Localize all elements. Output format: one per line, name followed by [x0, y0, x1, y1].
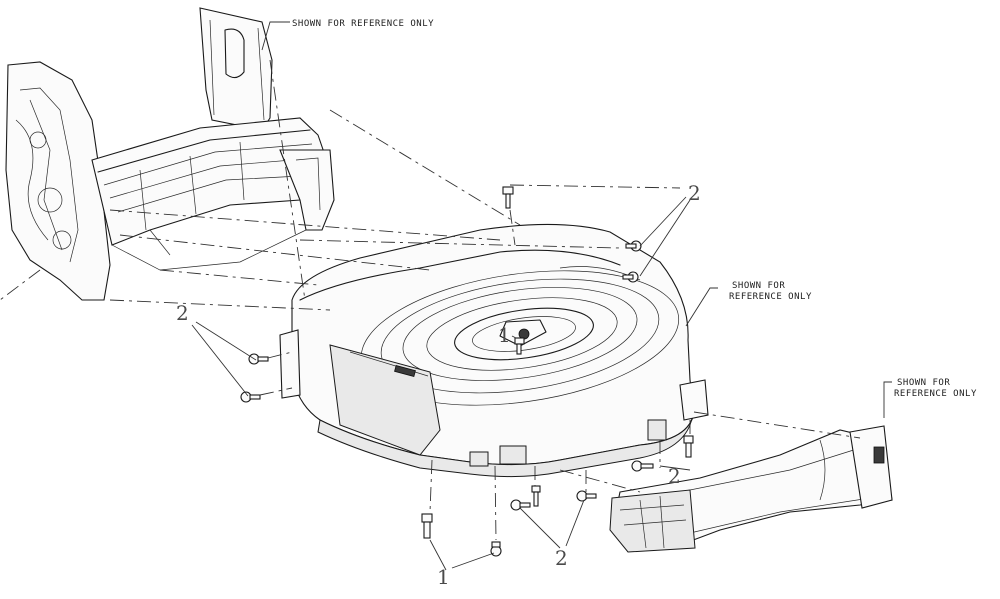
bolt-right-2: [631, 460, 654, 472]
reference-notes: SHOWN FOR REFERENCE ONLY SHOWN FOR REFER…: [292, 19, 977, 399]
bolt-bottom-3: [510, 499, 531, 511]
bolt-right-1: [683, 435, 694, 458]
bolt-bottom-4: [531, 485, 541, 507]
note-bagger-line1: SHOWN FOR: [897, 378, 950, 388]
rear-bagger-assembly: [609, 425, 893, 553]
bolt-left-2: [240, 391, 261, 403]
callout-labels: 2 2 1 2 1 2: [176, 181, 701, 589]
callout-left: 2: [176, 301, 189, 325]
assembly-centerlines: [0, 59, 861, 541]
note-bagger-line2: REFERENCE ONLY: [894, 389, 977, 399]
callout-top-right: 2: [688, 181, 701, 205]
mower-deck: [279, 223, 709, 478]
bolt-top-2: [625, 240, 642, 252]
rear-frame-assembly: [5, 7, 335, 301]
bolt-bottom-1: [421, 513, 433, 539]
bolt-top-3: [622, 271, 639, 283]
bolt-bottom-5: [576, 490, 597, 502]
callout-bottom-1: 1: [437, 565, 450, 589]
hardware-bolts: [240, 186, 694, 557]
callout-center: 1: [498, 323, 511, 347]
bolt-top-1: [502, 186, 514, 209]
callout-right-lower: 2: [668, 464, 681, 488]
callout-bottom-2: 2: [555, 546, 568, 570]
note-deck-line1: SHOWN FOR: [732, 281, 785, 291]
note-handle: SHOWN FOR REFERENCE ONLY: [292, 19, 434, 29]
note-deck-line2: REFERENCE ONLY: [729, 292, 812, 302]
bolt-center: [514, 337, 525, 355]
bolt-left-1: [248, 353, 269, 365]
leader-lines: [191, 21, 892, 571]
